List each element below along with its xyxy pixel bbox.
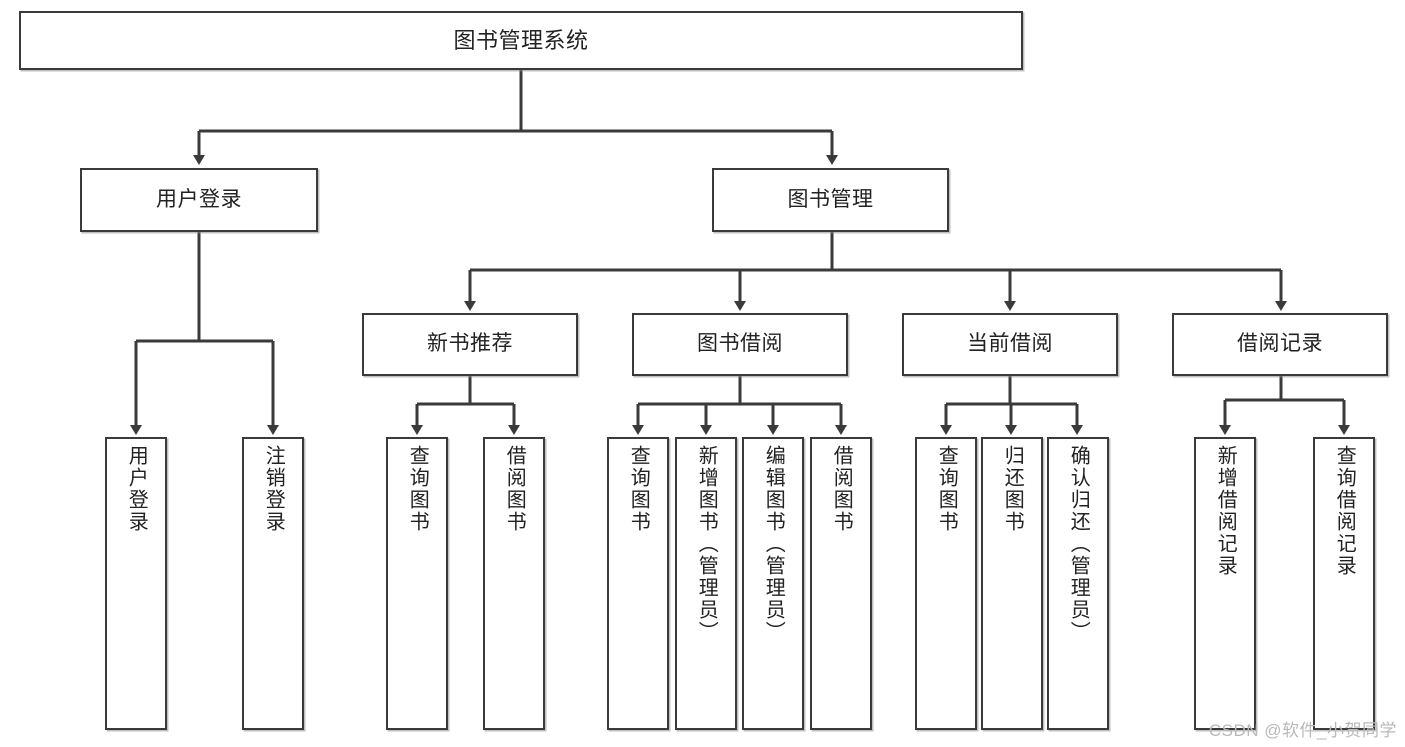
node-leaf-query-book-2[interactable]: 查询图书: [607, 437, 669, 730]
node-leaf-borrow-book-2[interactable]: 借阅图书: [810, 437, 872, 730]
node-leaf-user-login[interactable]: 用户登录: [105, 437, 167, 730]
node-leaf-query-book-3[interactable]: 查询图书: [915, 437, 977, 730]
node-book-management-label: 图书管理: [787, 187, 874, 211]
node-book-management[interactable]: 图书管理: [712, 168, 949, 232]
node-borrow-record-label: 借阅记录: [1237, 332, 1323, 356]
node-leaf-query-book-1-label: 查询图书: [406, 445, 429, 533]
node-leaf-borrow-book-1[interactable]: 借阅图书: [483, 437, 545, 730]
node-leaf-query-book-3-label: 查询图书: [935, 445, 958, 533]
node-leaf-add-book-label: 新增图书（管理员）: [695, 445, 718, 643]
node-leaf-edit-book[interactable]: 编辑图书（管理员）: [742, 437, 804, 730]
node-leaf-add-record-label: 新增借阅记录: [1214, 445, 1237, 577]
node-leaf-add-record[interactable]: 新增借阅记录: [1194, 437, 1256, 730]
node-user-login[interactable]: 用户登录: [80, 168, 318, 232]
node-leaf-confirm-return-label: 确认归还（管理员）: [1067, 445, 1090, 643]
node-leaf-add-book[interactable]: 新增图书（管理员）: [675, 437, 737, 730]
node-current-borrow[interactable]: 当前借阅: [902, 313, 1118, 376]
node-leaf-return-book-label: 归还图书: [1001, 445, 1024, 533]
node-leaf-edit-book-label: 编辑图书（管理员）: [762, 445, 785, 643]
node-book-borrow[interactable]: 图书借阅: [632, 313, 848, 376]
node-leaf-user-login-label: 用户登录: [125, 445, 148, 533]
node-leaf-borrow-book-2-label: 借阅图书: [830, 445, 853, 533]
node-borrow-record[interactable]: 借阅记录: [1172, 313, 1388, 376]
node-leaf-query-record-label: 查询借阅记录: [1333, 445, 1356, 577]
node-leaf-confirm-return[interactable]: 确认归还（管理员）: [1047, 437, 1109, 730]
node-leaf-return-book[interactable]: 归还图书: [981, 437, 1043, 730]
node-root-label: 图书管理系统: [453, 27, 589, 53]
node-root[interactable]: 图书管理系统: [19, 11, 1023, 70]
node-leaf-query-book-1[interactable]: 查询图书: [386, 437, 448, 730]
node-leaf-logout-login[interactable]: 注销登录: [242, 437, 304, 730]
node-leaf-query-book-2-label: 查询图书: [627, 445, 650, 533]
node-new-book-recommend[interactable]: 新书推荐: [362, 313, 578, 376]
node-leaf-query-record[interactable]: 查询借阅记录: [1313, 437, 1375, 730]
node-new-book-recommend-label: 新书推荐: [427, 332, 513, 356]
node-leaf-borrow-book-1-label: 借阅图书: [503, 445, 526, 533]
node-user-login-label: 用户登录: [156, 187, 242, 211]
node-book-borrow-label: 图书借阅: [697, 332, 783, 356]
csdn-watermark: CSDN @软件_小贺同学: [1208, 721, 1397, 740]
node-leaf-logout-login-label: 注销登录: [262, 445, 285, 533]
node-current-borrow-label: 当前借阅: [967, 332, 1053, 356]
